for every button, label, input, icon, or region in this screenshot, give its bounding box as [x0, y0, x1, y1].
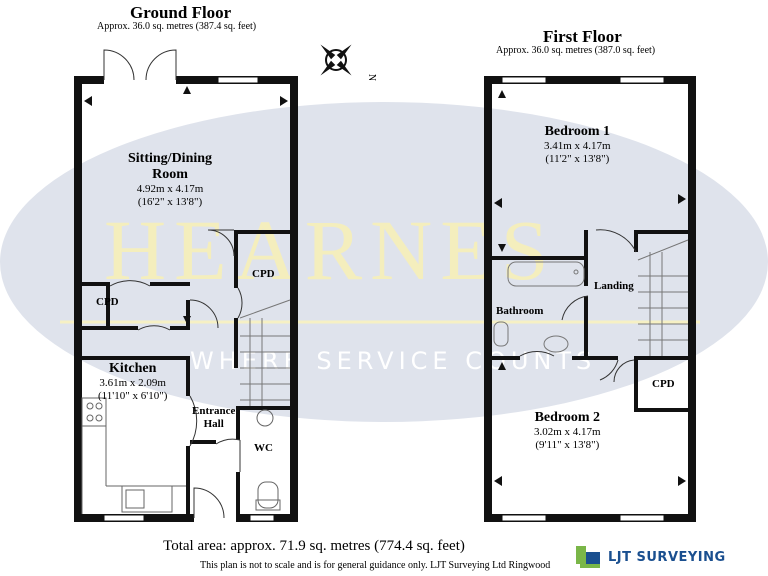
- logo-text: LJT SURVEYING: [608, 549, 726, 565]
- ground-floor-area: Approx. 36.0 sq. metres (387.4 sq. feet): [97, 21, 257, 32]
- room-cpd-first: CPD: [652, 378, 675, 390]
- first-floor-walls: [484, 76, 696, 522]
- room-landing: Landing: [594, 280, 634, 292]
- room-bathroom: Bathroom: [496, 305, 544, 317]
- disclaimer: This plan is not to scale and is for gen…: [200, 560, 551, 571]
- room-bedroom-1: Bedroom 1 3.41m x 4.17m (11'2" x 13'8"): [544, 124, 611, 165]
- total-area: Total area: approx. 71.9 sq. metres (774…: [163, 538, 465, 554]
- room-sitting-dining: Sitting/Dining Room 4.92m x 4.17m (16'2"…: [128, 151, 213, 208]
- room-bedroom-2: Bedroom 2 3.02m x 4.17m (9'11" x 13'8"): [534, 410, 601, 451]
- compass-rose-icon: [320, 44, 352, 76]
- ljt-logo-icon: [576, 546, 600, 568]
- room-cpd-ground-1: CPD: [96, 296, 119, 308]
- ljt-surveying-logo: LJT SURVEYING: [574, 544, 726, 570]
- room-cpd-ground-2: CPD: [252, 268, 275, 280]
- room-wc: WC: [254, 442, 273, 454]
- first-floor-title: First Floor: [543, 27, 622, 46]
- compass-north-label: N: [366, 73, 378, 82]
- first-floor-area: Approx. 36.0 sq. metres (387.0 sq. feet): [496, 45, 656, 56]
- room-entrance-hall: Entrance Hall: [192, 405, 236, 430]
- room-kitchen: Kitchen 3.61m x 2.09m (11'10" x 6'10"): [98, 361, 168, 402]
- ground-floor-title: Ground Floor: [130, 3, 232, 22]
